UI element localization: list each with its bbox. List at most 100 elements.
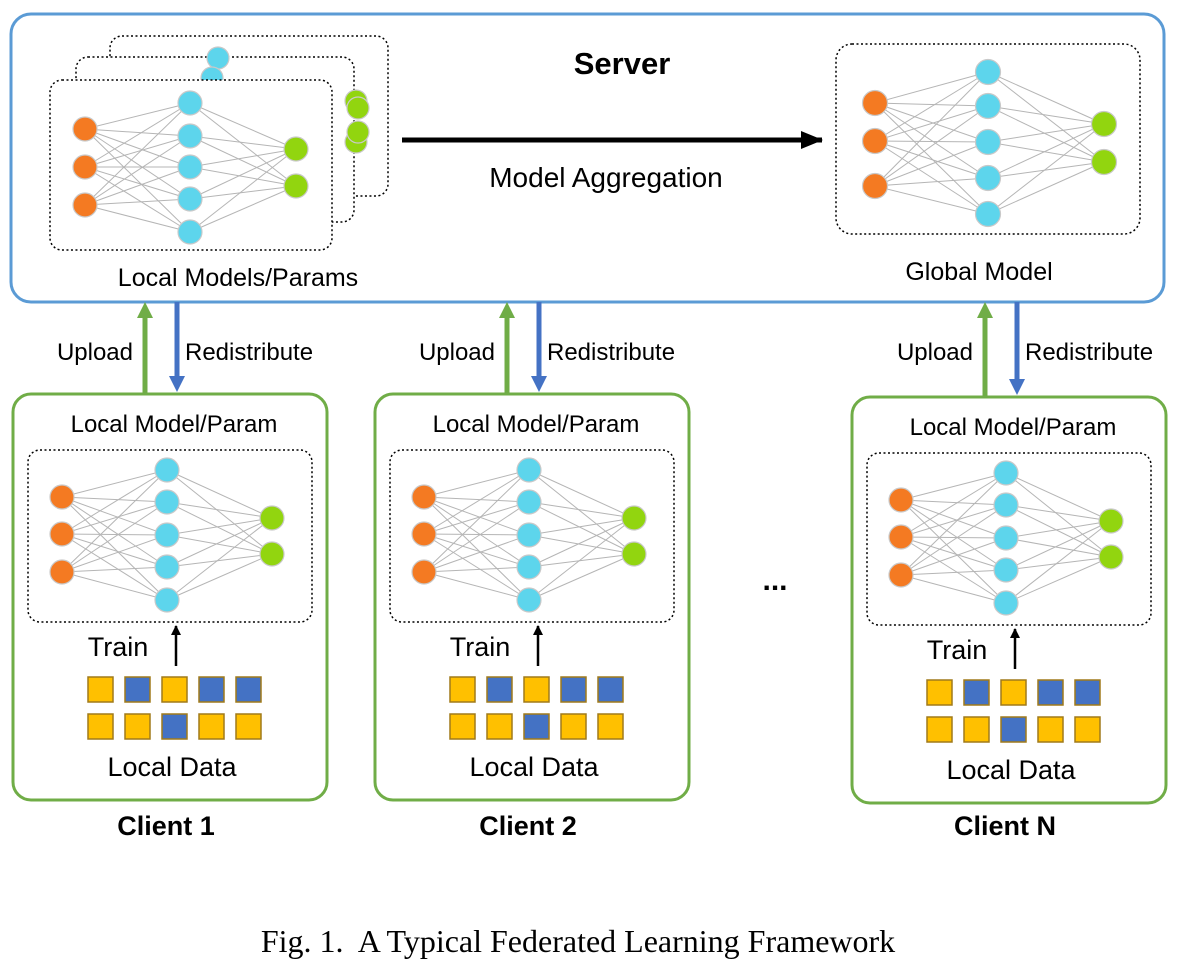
- data-sample: [124, 713, 151, 740]
- network-edge: [166, 553, 273, 568]
- network-edge: [423, 496, 530, 601]
- network-edge: [528, 517, 635, 601]
- input-node: [888, 562, 914, 588]
- output-node: [283, 136, 309, 162]
- data-sample: [235, 676, 262, 703]
- stacked-node: [206, 46, 230, 70]
- local-model-network: [411, 457, 647, 613]
- network-edge: [900, 536, 1007, 539]
- upload-arrowhead: [499, 302, 515, 318]
- network-edge: [61, 469, 168, 535]
- figure-caption: Fig. 1. A Typical Federated Learning Fra…: [261, 923, 895, 959]
- network-edge: [61, 566, 168, 573]
- data-sample: [597, 676, 624, 703]
- network-edge: [1005, 504, 1112, 522]
- hidden-node: [516, 489, 542, 515]
- hidden-node: [154, 554, 180, 580]
- local-data-label: Local Data: [469, 752, 599, 782]
- network-edges: [900, 472, 1112, 604]
- hidden-node: [154, 457, 180, 483]
- network-edge: [423, 469, 530, 535]
- network-edge: [1005, 472, 1112, 558]
- local-model-label: Local Model/Param: [71, 411, 278, 438]
- hidden-node: [516, 587, 542, 613]
- network-edge: [84, 102, 191, 130]
- network-edge: [61, 469, 168, 498]
- network-edge: [61, 533, 168, 601]
- network-edge: [987, 161, 1105, 179]
- network-edge: [423, 469, 530, 573]
- hidden-node: [154, 587, 180, 613]
- input-node: [72, 192, 98, 218]
- data-sample: [1037, 679, 1064, 706]
- train-label: Train: [927, 635, 988, 665]
- network-edge: [874, 140, 989, 143]
- network-edge: [987, 123, 1105, 215]
- network-edge: [84, 102, 191, 168]
- network-edge: [1005, 556, 1112, 604]
- input-node: [411, 559, 437, 585]
- train-label: Train: [88, 632, 149, 662]
- data-sample: [560, 713, 587, 740]
- hidden-node: [993, 525, 1019, 551]
- input-node: [411, 521, 437, 547]
- upload-arrowhead: [137, 302, 153, 318]
- local-model-label: Local Model/Param: [433, 411, 640, 438]
- network-edge: [61, 496, 168, 601]
- network-edge: [528, 469, 635, 519]
- network-edge: [900, 569, 1007, 576]
- data-sample: [523, 676, 550, 703]
- network-edge: [84, 204, 191, 233]
- network-edge: [423, 533, 530, 568]
- network-edge: [61, 501, 168, 535]
- upload-label: Upload: [57, 339, 133, 366]
- network-edge: [528, 534, 635, 555]
- local-data-label: Local Data: [107, 752, 237, 782]
- data-sample: [198, 713, 225, 740]
- network-edge: [874, 102, 989, 215]
- data-sample: [161, 713, 188, 740]
- network-edge: [189, 185, 297, 200]
- network-edge: [189, 166, 297, 187]
- network-edge: [423, 533, 530, 536]
- network-edge: [423, 501, 530, 535]
- input-node: [888, 487, 914, 513]
- data-sample: [560, 676, 587, 703]
- redistribute-arrowhead: [1009, 379, 1025, 395]
- network-edge: [1005, 520, 1112, 571]
- data-sample: [198, 676, 225, 703]
- input-node: [861, 172, 889, 200]
- data-sample: [486, 676, 513, 703]
- network-edge: [1005, 520, 1112, 604]
- network-edge: [987, 105, 1105, 125]
- network-edges: [61, 469, 273, 601]
- hidden-node: [974, 200, 1002, 228]
- data-sample: [523, 713, 550, 740]
- network-edge: [84, 198, 191, 206]
- output-node: [1098, 508, 1124, 534]
- data-sample: [926, 716, 953, 743]
- upload-arrowhead: [977, 302, 993, 318]
- input-node: [72, 116, 98, 142]
- network-edges: [423, 469, 635, 601]
- network-edge: [987, 123, 1105, 143]
- redistribute-label: Redistribute: [547, 339, 675, 366]
- network-edge: [61, 533, 168, 536]
- network-edge: [874, 141, 989, 187]
- network-edge: [84, 166, 191, 200]
- redistribute-arrowhead: [169, 376, 185, 392]
- network-edge: [528, 501, 635, 519]
- network-edge: [874, 102, 989, 107]
- network-edge: [528, 553, 635, 601]
- network-edge: [84, 135, 191, 206]
- network-edge: [874, 102, 989, 179]
- global-model-label: Global Model: [905, 258, 1052, 286]
- hidden-node: [974, 164, 1002, 192]
- network-edge: [423, 571, 530, 601]
- network-edge: [61, 469, 168, 573]
- network-edge: [84, 128, 191, 168]
- input-node: [888, 524, 914, 550]
